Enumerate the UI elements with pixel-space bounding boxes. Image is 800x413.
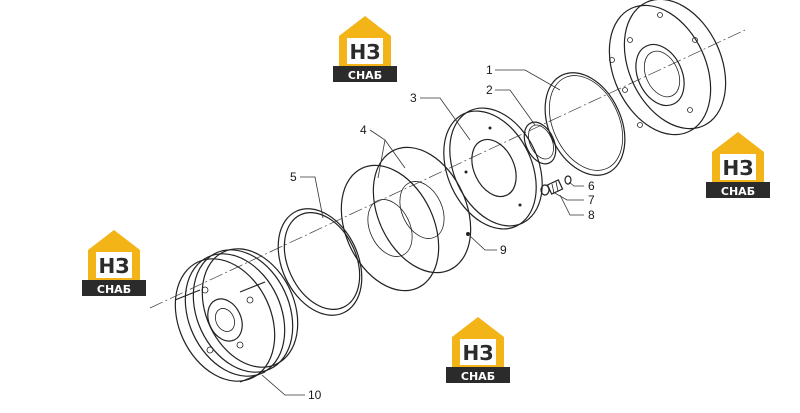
part-5-seal-ring: [277, 208, 363, 316]
watermark-logo-text: СНАБ: [461, 370, 495, 383]
callout-4: 4: [360, 123, 367, 137]
watermark-logo-mark: НЗ: [723, 156, 754, 180]
watermark-logo-left: НЗ СНАБ: [82, 230, 146, 296]
watermark-logo-mark: НЗ: [99, 254, 130, 278]
part-2-small-ring: [523, 121, 557, 165]
callout-1: 1: [486, 63, 493, 77]
callout-5: 5: [290, 170, 297, 184]
watermark-logo-text: СНАБ: [721, 185, 755, 198]
callout-3: 3: [410, 91, 417, 105]
watermark-logo-mark: НЗ: [350, 40, 381, 64]
part-7-spring: [540, 184, 550, 196]
part-10-hub: [174, 248, 299, 383]
callout-8: 8: [588, 208, 595, 222]
watermark-logo-text: СНАБ: [348, 69, 382, 82]
part-3-piston-plate: [443, 107, 543, 230]
part-8-valve-body: [546, 179, 564, 195]
callout-2: 2: [486, 83, 493, 97]
watermark-logo-bottom: НЗ СНАБ: [446, 317, 510, 383]
watermark-logo-text: СНАБ: [97, 283, 131, 296]
callout-6: 6: [588, 179, 595, 193]
part-1-large-ring: [544, 72, 626, 176]
callout-7: 7: [588, 193, 595, 207]
callout-9: 9: [500, 243, 507, 257]
part-9-pin: [466, 232, 470, 236]
watermark-logo-top: НЗ СНАБ: [333, 16, 397, 82]
watermark-logo-mark: НЗ: [463, 341, 494, 365]
watermark-logo-right: НЗ СНАБ: [706, 132, 770, 198]
part-6-ring: [564, 175, 572, 185]
callout-10: 10: [308, 388, 322, 402]
housing: [608, 0, 727, 136]
part-4-friction-discs: [340, 146, 472, 292]
leader-lines: [261, 69, 584, 396]
